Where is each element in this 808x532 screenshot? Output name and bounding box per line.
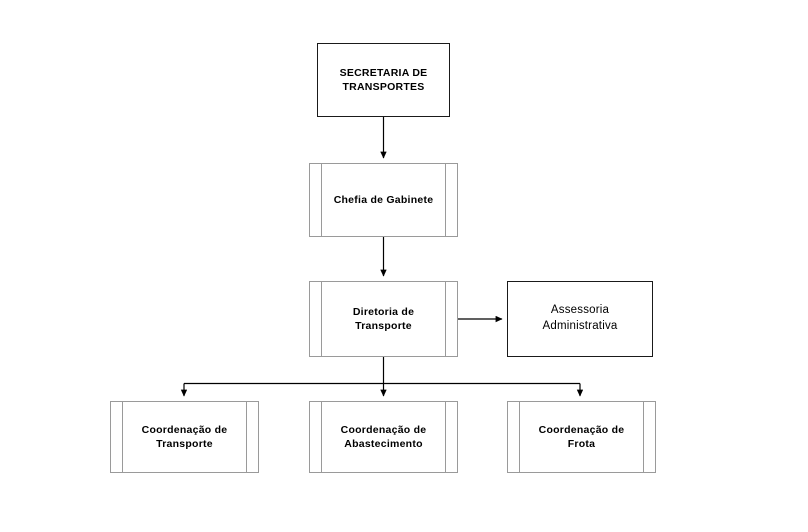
node-coordenacao-de-frota[interactable]: Coordenação de Frota	[507, 401, 656, 473]
node-coord-abastecimento-line1: Coordenação de	[340, 423, 427, 436]
node-coord-transporte-line1: Coordenação de	[141, 423, 228, 436]
node-coord-abastecimento-line2: Abastecimento	[344, 438, 423, 450]
node-assessoria-line1: Assessoria	[550, 304, 610, 317]
node-coord-frota-line1: Coordenação de	[538, 423, 625, 436]
node-coord-abastecimento-label: Coordenação de Abastecimento	[325, 423, 443, 451]
node-coord-transporte-label: Coordenação de Transporte	[126, 423, 244, 451]
node-coord-frota-label: Coordenação de Frota	[523, 423, 641, 451]
node-secretaria-label: SECRETARIA DE TRANSPORTES	[324, 66, 444, 94]
node-coordenacao-de-transporte[interactable]: Coordenação de Transporte	[110, 401, 259, 473]
node-coordenacao-de-abastecimento[interactable]: Coordenação de Abastecimento	[309, 401, 458, 473]
node-chefia-de-gabinete[interactable]: Chefia de Gabinete	[309, 163, 458, 237]
edge-diretoria-to-bus	[184, 357, 580, 385]
node-assessoria-administrativa[interactable]: Assessoria Administrativa	[507, 281, 653, 357]
node-secretaria-line2: TRANSPORTES	[342, 81, 425, 93]
node-secretaria-line1: SECRETARIA DE	[339, 66, 428, 79]
node-assessoria-label: Assessoria Administrativa	[526, 303, 633, 334]
node-coord-transporte-line2: Transporte	[156, 438, 213, 450]
node-chefia-line1: Chefia de Gabinete	[333, 193, 434, 206]
node-diretoria-de-transporte[interactable]: Diretoria de Transporte	[309, 281, 458, 357]
node-coord-frota-line2: Frota	[567, 438, 596, 450]
node-assessoria-line2: Administrativa	[542, 320, 618, 332]
node-secretaria-de-transportes[interactable]: SECRETARIA DE TRANSPORTES	[317, 43, 450, 117]
node-diretoria-label: Diretoria de Transporte	[337, 305, 430, 333]
node-diretoria-line1: Diretoria de	[352, 305, 415, 318]
node-chefia-label: Chefia de Gabinete	[318, 193, 450, 207]
node-diretoria-line2: Transporte	[355, 320, 412, 332]
